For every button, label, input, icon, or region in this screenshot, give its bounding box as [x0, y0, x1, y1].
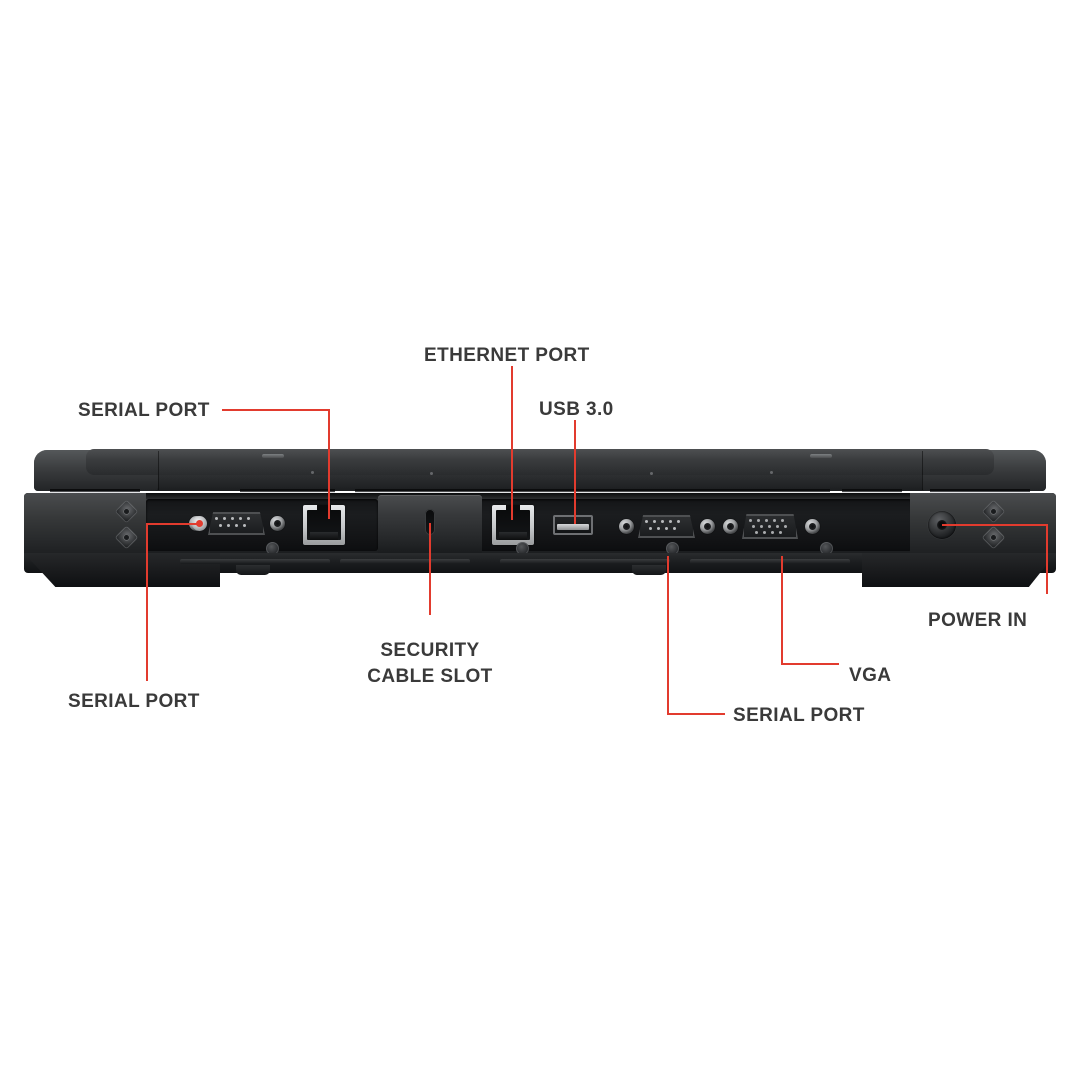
- callout-label-vga: VGA: [849, 665, 892, 686]
- callout-dot-serial-port-bottom-left: [192, 516, 207, 531]
- bay-screw-1: [266, 542, 279, 555]
- db9-right-screwpost-left: [619, 519, 634, 534]
- bay-screw-2: [516, 542, 529, 555]
- callout-label-serial-port-top-left: SERIAL PORT: [78, 400, 210, 421]
- vga-port: [742, 514, 798, 539]
- db9-right-pins: [645, 520, 688, 533]
- leader-serial-port-bottom-left-v: [146, 523, 148, 681]
- leader-serial-port-bottom-right-h: [667, 713, 725, 715]
- leader-vga-h: [781, 663, 839, 665]
- leader-power-in-h: [942, 524, 1048, 526]
- leader-serial-port-bottom-right-v: [667, 556, 669, 714]
- lid-gap-strip-4: [600, 489, 830, 496]
- bay-screw-3: [666, 542, 679, 555]
- lid-slot-left: [262, 454, 284, 458]
- vga-screwpost-left: [723, 519, 738, 534]
- lid-slot-right: [810, 454, 832, 458]
- base-vent-3: [500, 559, 670, 564]
- leader-vga-v: [781, 556, 783, 664]
- callout-label-power-in: POWER IN: [928, 610, 1028, 631]
- callout-label-serial-port-bottom-right: SERIAL PORT: [733, 705, 865, 726]
- lid-gap-strip-1: [50, 489, 140, 496]
- db9-left-screwpost-right: [270, 516, 285, 531]
- laptop-foot-right: [862, 553, 1056, 587]
- base-tab-left: [236, 565, 270, 575]
- base-vent-4: [690, 559, 850, 564]
- vga-port-pins: [749, 519, 791, 534]
- lid-seam-left: [158, 451, 159, 490]
- kensington-slot: [425, 509, 435, 535]
- leader-security-cable-slot-v: [429, 523, 431, 615]
- lid-gap-strip-6: [930, 489, 1030, 496]
- db9-left-pins: [215, 517, 258, 530]
- base-vent-2: [340, 559, 470, 564]
- db9-left: [208, 512, 265, 535]
- leader-serial-port-bottom-left-h: [146, 523, 198, 525]
- laptop-rear-illustration: [0, 441, 1080, 591]
- lid-gap-strip-3: [355, 489, 615, 496]
- rj45-left-contacts: [310, 532, 338, 540]
- lid-dot-3: [650, 472, 653, 475]
- db9-right-screwpost-right: [700, 519, 715, 534]
- bay-screw-4: [820, 542, 833, 555]
- callout-label-usb-3: USB 3.0: [539, 399, 614, 420]
- base-tab-right: [632, 565, 666, 575]
- leader-ethernet-port-v: [511, 366, 513, 520]
- lid-dot-1: [311, 471, 314, 474]
- laptop-foot-left: [24, 553, 220, 587]
- laptop-lid-bevel: [86, 449, 994, 475]
- rj45-left: [303, 505, 345, 545]
- leader-usb-3-v: [574, 420, 576, 524]
- callout-label-serial-port-bottom-left: SERIAL PORT: [68, 691, 200, 712]
- vga-screwpost-right: [805, 519, 820, 534]
- port-bay-right: [480, 499, 912, 551]
- leader-serial-port-top-left-h: [222, 409, 330, 411]
- lid-gap-strip-5: [842, 489, 902, 496]
- usb-port-blade: [557, 524, 589, 530]
- laptop-chassis-top-edge: [24, 493, 1056, 499]
- callout-label-ethernet-port: ETHERNET PORT: [424, 345, 590, 366]
- rj45-right-contacts: [499, 532, 527, 540]
- leader-power-in-v: [1046, 524, 1048, 594]
- lid-seam-right: [922, 451, 923, 490]
- rj45-right: [492, 505, 534, 545]
- lid-dot-4: [770, 471, 773, 474]
- leader-serial-port-top-left-v: [328, 409, 330, 519]
- callout-label-security-cable-slot: SECURITY CABLE SLOT: [330, 638, 530, 689]
- db9-right: [638, 515, 695, 538]
- callout-label-security-cable-slot-line-1: SECURITY: [380, 640, 480, 661]
- usb-port: [553, 515, 593, 535]
- callout-label-security-cable-slot-line-2: CABLE SLOT: [367, 665, 493, 687]
- lid-dot-2: [430, 472, 433, 475]
- lid-gap-strip-2: [240, 489, 335, 496]
- base-vent-1: [180, 559, 330, 564]
